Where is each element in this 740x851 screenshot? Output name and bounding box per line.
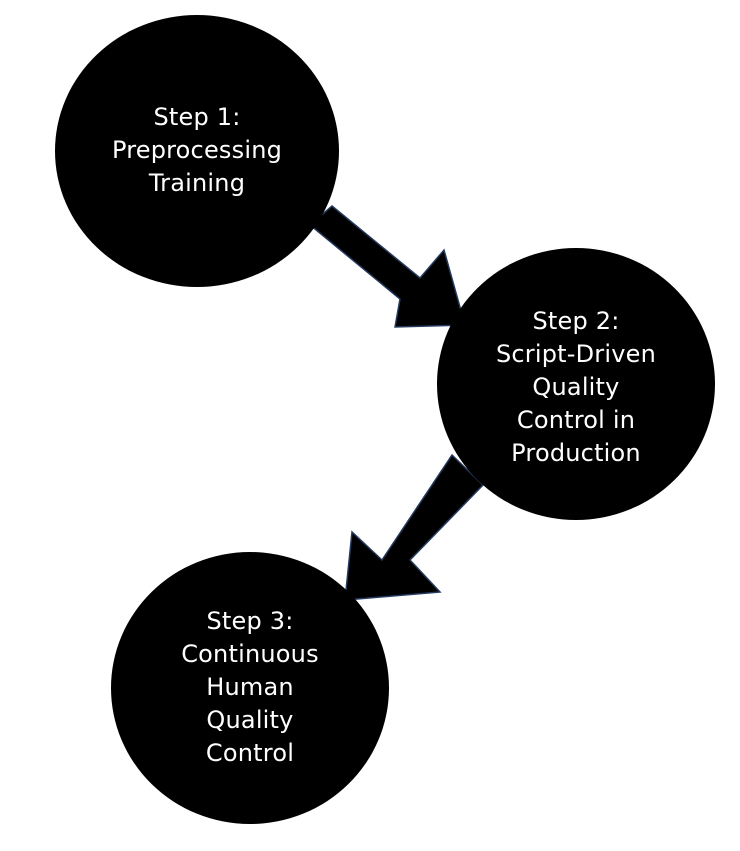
step-1-node xyxy=(55,15,339,287)
step-1-label: Step 1: Preprocessing Training xyxy=(72,95,322,205)
step-2-line: Production xyxy=(511,438,641,467)
step-1-line: Preprocessing xyxy=(111,135,283,164)
step-3-label: Step 3: Continuous Human Quality Control xyxy=(125,595,375,780)
step-2-line: Script-Driven xyxy=(495,339,657,368)
step-3-line: Control xyxy=(205,739,295,767)
step-2-title: Step 2: xyxy=(532,306,620,335)
step-1-line: Training xyxy=(148,168,246,197)
arrow-down-right-icon xyxy=(308,205,466,328)
arrow-down-left-icon xyxy=(344,453,485,601)
step-2-line: Control in xyxy=(516,405,636,434)
step-3-node xyxy=(111,552,389,824)
step-3-line: Continuous xyxy=(181,640,319,668)
step-2-line: Quality xyxy=(532,372,620,401)
step-3-title: Step 3: xyxy=(206,607,294,635)
step-3-line: Quality xyxy=(206,706,294,734)
step-2-node xyxy=(437,248,715,520)
step-1-title: Step 1: xyxy=(153,102,241,131)
step-3-line: Human xyxy=(206,673,294,701)
step-2-label: Step 2: Script-Driven Quality Control in… xyxy=(450,292,702,482)
